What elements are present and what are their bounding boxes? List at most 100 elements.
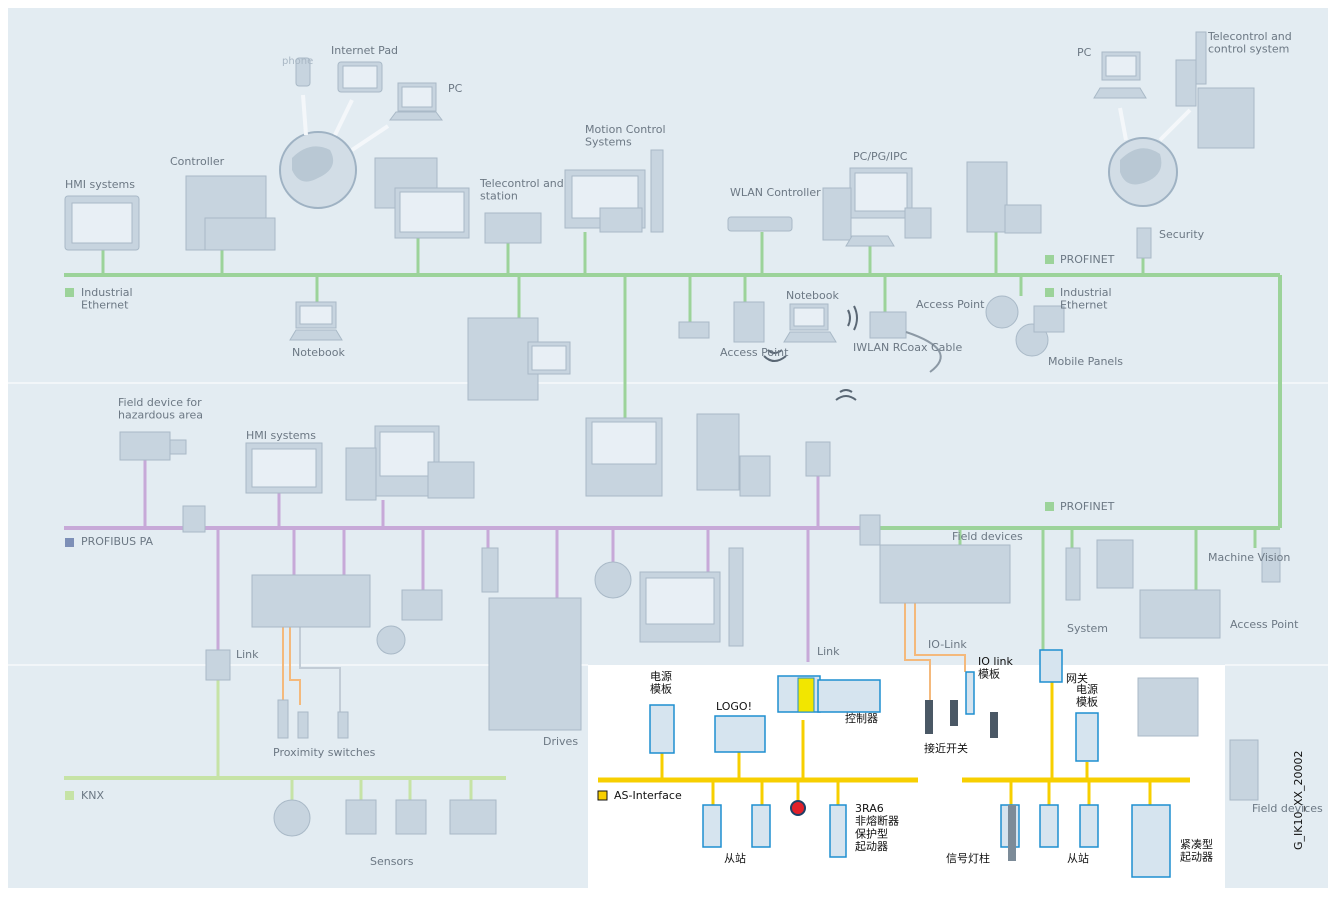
label-power-module-left: 电源模板 — [650, 669, 672, 696]
coupler-icon — [182, 505, 206, 533]
label-proximity-switch-cn: 接近开关 — [924, 741, 968, 755]
proximity-switch-cn-b — [950, 700, 958, 726]
internet-globe-left — [279, 131, 357, 209]
label-sensors: Sensors — [370, 855, 414, 868]
label-slave-right: 从站 — [1067, 851, 1089, 865]
knx-sensor-a-icon — [345, 799, 377, 835]
label-access-point-mid: Access Point — [720, 346, 789, 359]
legend-ethernet-swatch — [65, 288, 74, 297]
slave-left-a-icon — [702, 804, 722, 848]
legend-profinet-top-swatch — [1045, 255, 1054, 264]
label-knx: KNX — [81, 789, 104, 802]
et200-icon — [1065, 547, 1081, 601]
legend-knx-swatch — [65, 791, 74, 800]
internet-globe-right — [1108, 137, 1178, 207]
label-wlan-controller: WLAN Controller — [730, 186, 821, 199]
label-field-devices-right: Field devices — [952, 530, 1023, 543]
label-link-left: Link — [236, 648, 259, 661]
proximity-switch-icon — [277, 699, 289, 739]
starter-3ra6-icon — [829, 804, 847, 858]
label-io-link: IO-Link — [928, 638, 967, 651]
label-gateway: 网关 — [1066, 671, 1088, 685]
gateway-icon — [1039, 649, 1063, 683]
logo-module-icon — [714, 715, 766, 753]
label-hmi-systems: HMI systems — [65, 178, 135, 191]
wlan-controller-icon — [727, 216, 793, 232]
power-module-left-icon — [649, 704, 675, 754]
label-notebook-left: Notebook — [292, 346, 345, 359]
plc-rack-icon — [817, 679, 881, 713]
access-point-top-icon — [869, 311, 907, 339]
mobile-panel-icon — [985, 295, 1019, 329]
proximity-switch-cn-c — [990, 712, 998, 738]
label-notebook-mid: Notebook — [786, 289, 839, 302]
field-module-icon — [1137, 677, 1199, 737]
machine-vision-icon — [1261, 547, 1281, 583]
io-link-module-icon — [965, 671, 975, 715]
asi-white-panel — [588, 665, 1225, 888]
field-devices-right-icon — [879, 544, 1011, 604]
legend-ethernet-right-swatch — [1045, 288, 1054, 297]
legend-profibus-swatch — [65, 538, 74, 547]
access-point-mid-icon — [733, 301, 765, 343]
label-figure-id: G_IK10_XX_20002 — [1292, 750, 1305, 850]
knx-sensor-round-icon — [273, 799, 311, 837]
link-pn-icon — [805, 441, 831, 477]
field-device-bottom-icon — [1229, 739, 1259, 801]
label-access-point-right: Access Point — [1230, 618, 1299, 631]
label-pc-right: PC — [1077, 46, 1092, 59]
motion-module-icon — [401, 589, 443, 621]
label-system: System — [1067, 622, 1108, 635]
mobile-panel-mid-icon — [594, 561, 632, 599]
motor-icon — [376, 625, 406, 655]
profibus-field-devices — [251, 574, 371, 628]
access-point-right-icon — [1139, 589, 1221, 639]
drives-icon — [488, 597, 582, 731]
label-profinet-top: PROFINET — [1060, 253, 1115, 266]
signal-tower-icon — [1008, 805, 1016, 861]
label-power-module-right: 电源模板 — [1076, 682, 1098, 709]
slave-left-b-icon — [751, 804, 771, 848]
phone-icon — [295, 57, 311, 87]
label-machine-vision: Machine Vision — [1208, 551, 1290, 564]
label-pc-pg-ipc: PC/PG/IPC — [853, 150, 908, 163]
label-security: Security — [1159, 228, 1205, 241]
label-link-mid: Link — [817, 645, 840, 658]
simocode-icon — [481, 547, 499, 593]
emergency-stop-icon — [790, 800, 806, 816]
label-field-devices-bottom: Field devices — [1252, 802, 1323, 815]
telecontrol-cabinet — [1175, 59, 1197, 107]
label-profinet-mid: PROFINET — [1060, 500, 1115, 513]
label-compact-starter: 紧凑型起动器 — [1180, 837, 1213, 864]
label-logo: LOGO! — [716, 700, 752, 713]
slave-right-b-icon — [1079, 804, 1099, 848]
label-controller-cn: 控制器 — [845, 711, 878, 725]
label-drives: Drives — [543, 735, 578, 748]
label-internet-pad: Internet Pad — [331, 44, 398, 57]
knx-sensor-c-icon — [449, 799, 497, 835]
link-profibus-icon — [859, 514, 881, 546]
security-module-icon — [1136, 227, 1152, 259]
label-slave-left: 从站 — [724, 851, 746, 865]
label-access-point-top: Access Point — [916, 298, 985, 311]
label-mobile-phone: phone — [282, 56, 313, 67]
link-profibus-left-icon — [205, 649, 231, 681]
label-mobile-panels: Mobile Panels — [1048, 355, 1123, 368]
controller-mid-rack — [467, 317, 539, 401]
label-pc-internet: PC — [448, 82, 463, 95]
label-as-interface: AS-Interface — [614, 789, 682, 802]
label-controller: Controller — [170, 155, 225, 168]
compact-starter-icon — [1131, 804, 1171, 878]
legend-asi-swatch — [597, 790, 608, 801]
proximity-switch-cn-a — [925, 700, 933, 734]
label-iwlan-rcoax: IWLAN RCoax Cable — [853, 341, 962, 354]
